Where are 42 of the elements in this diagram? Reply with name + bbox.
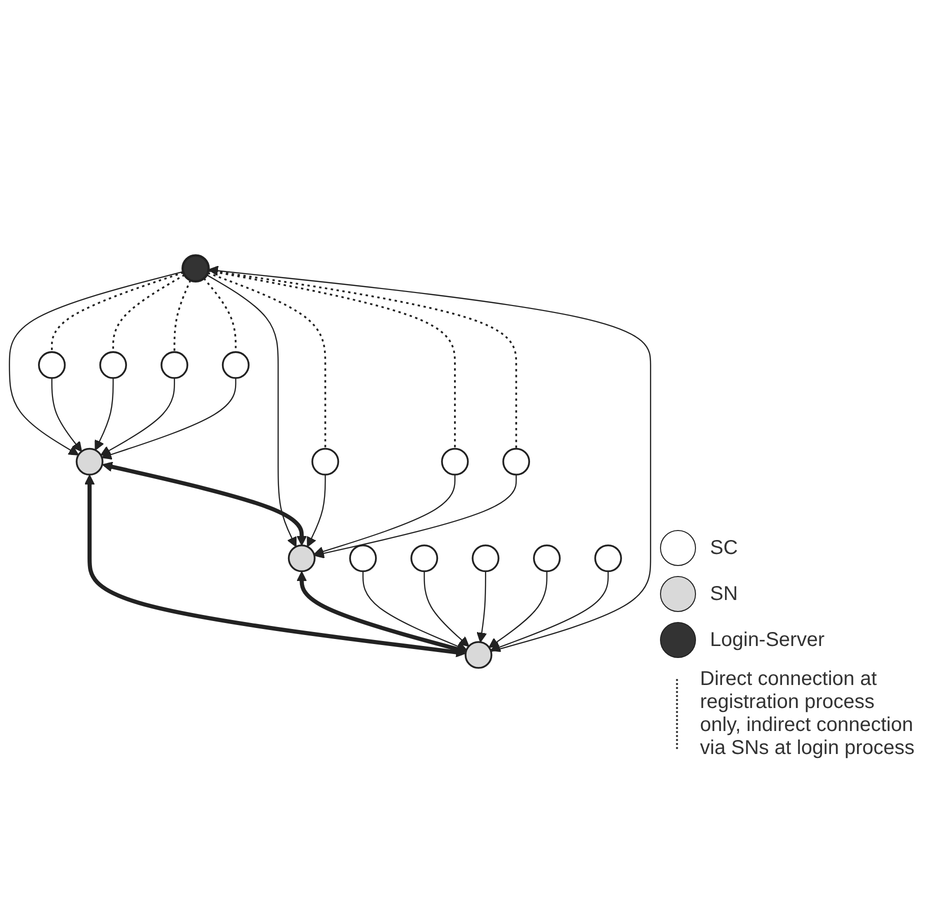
node-circle [99, 352, 127, 380]
arrow [102, 462, 307, 546]
dotted-line [174, 280, 192, 352]
arrow [314, 474, 456, 557]
arrow [314, 474, 517, 559]
arrow [488, 572, 548, 648]
arrow [208, 266, 652, 652]
arrow [100, 378, 176, 456]
node-circle [349, 544, 377, 572]
arrow [490, 572, 609, 652]
node-circle [594, 544, 622, 572]
dotted-line [208, 270, 456, 450]
arrow [424, 572, 470, 648]
arrow [51, 378, 82, 452]
node-circle [441, 448, 469, 476]
arrow [94, 378, 114, 451]
arrow [8, 271, 184, 456]
node-circle [311, 448, 340, 476]
arrow [476, 572, 487, 643]
node-circle [288, 544, 316, 572]
node-circle [502, 448, 530, 476]
arrow [296, 572, 466, 654]
node-circle [410, 544, 438, 572]
legend-label: Direct connection at registration process only, indirect connection via SNs at login process [700, 668, 916, 760]
legend-label: Login-Server [710, 628, 825, 652]
node-circle [222, 352, 250, 380]
node-circle [464, 641, 492, 670]
arrow [306, 474, 326, 548]
node-circle [472, 544, 500, 572]
node-circle [76, 448, 104, 476]
node-circle [160, 352, 188, 380]
dotted-line [50, 272, 184, 352]
arrow [206, 274, 297, 548]
arrow [101, 378, 236, 460]
legend-label: SC [710, 536, 738, 560]
node-circle [38, 352, 66, 380]
dotted-line [207, 272, 326, 450]
arrow [362, 572, 467, 652]
arrow [84, 474, 466, 658]
legend-label: SN [710, 582, 738, 606]
node-circle [182, 254, 210, 283]
node-circle [533, 544, 561, 572]
